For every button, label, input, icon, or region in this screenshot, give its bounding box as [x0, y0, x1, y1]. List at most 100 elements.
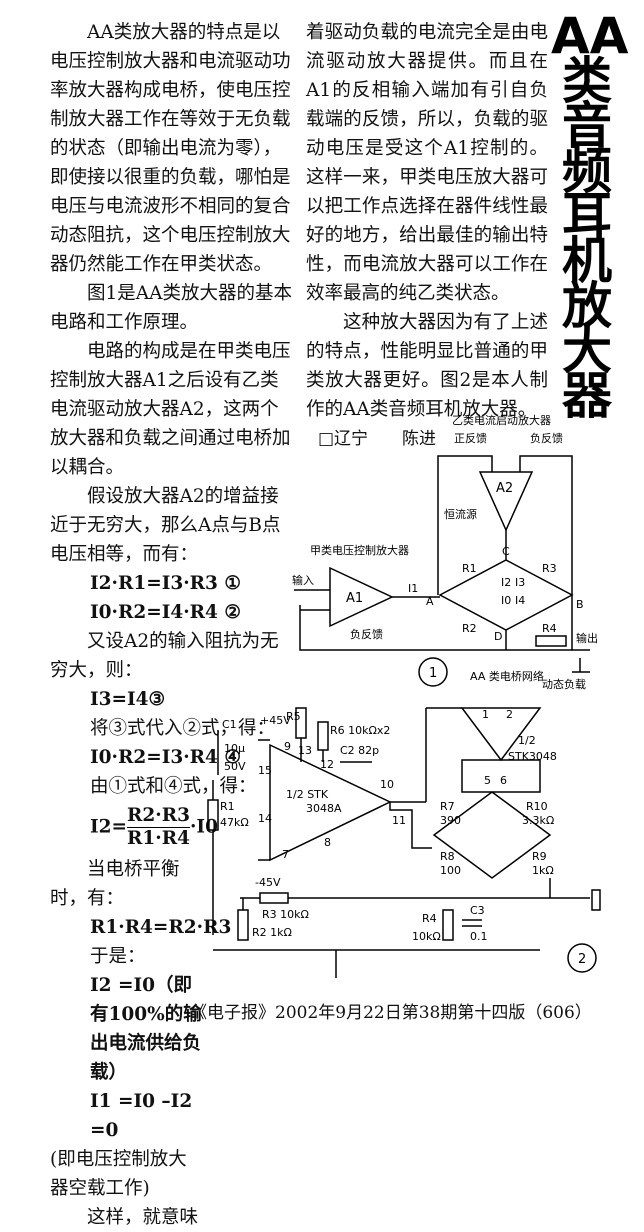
amp-a1-symbol	[329, 566, 394, 628]
headline-char: 音	[562, 97, 612, 155]
pin-label: 10	[380, 778, 394, 791]
pin-label: 5	[484, 774, 491, 787]
label: -45V	[255, 876, 281, 889]
pin-label: 6	[500, 774, 507, 787]
label: 3.3kΩ	[522, 814, 554, 827]
equation-8: I1 =I0 –I2 =0	[90, 1091, 193, 1141]
label: 输出	[576, 631, 598, 645]
label: R5	[286, 710, 301, 723]
pin-label: 14	[258, 812, 272, 825]
pin-label: 7	[282, 848, 289, 861]
paragraph: 电路的构成是在甲类电压控制放大器A1之后设有乙类电流驱动放大器A2，这两个放大器…	[50, 341, 291, 478]
label: R8	[440, 850, 455, 863]
pin-label: 15	[258, 764, 272, 777]
label: I1	[408, 582, 418, 595]
paragraph: 图1是AA类放大器的基本电路和工作原理。	[50, 283, 292, 333]
pin-label: 1	[482, 708, 489, 721]
label: R4	[542, 622, 557, 635]
label: R3 10kΩ	[262, 908, 309, 921]
chip-label: 1/2	[518, 734, 536, 747]
pin-label: 2	[506, 708, 513, 721]
label: 47kΩ	[220, 816, 249, 829]
label: R1	[220, 800, 235, 813]
label: C1	[222, 718, 237, 731]
equation-2: I0·R2=I4·R4 ②	[90, 602, 241, 623]
chip-stk3048a-symbol	[269, 743, 392, 862]
label: 正反馈	[454, 432, 487, 445]
equation-3: I3=I4③	[90, 689, 166, 710]
label: R3	[542, 562, 557, 575]
label: A	[426, 595, 434, 608]
bridge-network	[432, 791, 552, 879]
equation-5-lhs: I2=	[90, 816, 128, 838]
pin-label: 9	[284, 740, 291, 753]
amp-a2-symbol	[478, 471, 534, 532]
label: R6 10kΩx2	[330, 724, 390, 737]
equation-4: I0·R2=I3·R4 ④	[90, 747, 241, 768]
equation-6: R1·R4=R2·R3	[90, 917, 232, 938]
paragraph: 这种放大器因为有了上述的特点，性能明显比普通的甲类放大器更好。图2是本人制作的A…	[306, 312, 548, 420]
paragraph: 于是：	[90, 946, 146, 967]
label: 10μ	[224, 742, 245, 755]
label: 恒流源	[444, 507, 477, 521]
headline-char: AA	[551, 7, 629, 65]
paragraph: 这样，就意味	[87, 1207, 199, 1228]
label: I4	[515, 594, 525, 607]
figure-number: 1	[429, 666, 437, 681]
label: 390	[440, 814, 461, 827]
label: 1kΩ	[532, 864, 554, 877]
label: R10	[526, 800, 548, 813]
label: A2	[496, 481, 513, 496]
headline: AA 类 音 频 耳 机 放 大 器	[551, 7, 629, 425]
label: 100	[440, 864, 461, 877]
equation-7: I2 =I0（即有100%的输出电流供给负载）	[90, 975, 202, 1083]
paragraph: 由①式和④式，得：	[90, 776, 257, 797]
label: 负反馈	[530, 431, 563, 445]
figure-2-circuit: +45V -45V C1 10μ 50V R1 47kΩ R5 R6 10kΩx…	[207, 707, 601, 978]
headline-char: 机	[562, 232, 612, 290]
label: R7	[440, 800, 455, 813]
paragraph: 当电桥平衡时，有：	[50, 859, 180, 909]
label: 0.1	[470, 930, 488, 943]
headline-char: 频	[562, 142, 612, 200]
fraction-denominator: R1·R4	[127, 828, 190, 849]
paragraph: AA类放大器的特点是以电压控制放大器和电流驱动功率放大器构成电桥，使电压控制放大…	[50, 22, 291, 275]
label: I2	[501, 576, 511, 589]
paragraph: 将③式代入②式，得：	[90, 718, 276, 739]
paragraph: 假设放大器A2的增益接近于无穷大，那么A点与B点电压相等，而有：	[50, 486, 281, 565]
headline-char: 耳	[562, 187, 612, 245]
label: +45V	[260, 714, 291, 727]
figure-1-circuit: 乙类电流启动放大器 正反馈 负反馈 恒流源 甲类电压控制放大器 输入 A1 A2…	[292, 413, 598, 691]
headline-char: 放	[562, 277, 612, 335]
label: I0	[501, 594, 511, 607]
fraction-numerator: R2·R3	[127, 805, 190, 828]
chip-label: 3048A	[306, 802, 342, 815]
label: 输入	[292, 573, 314, 587]
label: A1	[346, 591, 363, 606]
pin-label: 12	[320, 758, 334, 771]
pin-label: 11	[392, 814, 406, 827]
label: R2 1kΩ	[252, 926, 292, 939]
footer-source: 《电子报》2002年9月22日第38期第十四版（606）	[190, 1003, 592, 1023]
label: C3	[470, 904, 485, 917]
label: I3	[515, 576, 525, 589]
equation-1: I2·R1=I3·R3 ①	[90, 573, 241, 594]
figure-number: 2	[578, 952, 586, 967]
label: R2	[462, 622, 477, 635]
label: 负反馈	[350, 627, 383, 641]
label: AA 类电桥网络	[470, 669, 544, 683]
chip-label: 1/2 STK	[286, 788, 329, 801]
label: 乙类电流启动放大器	[452, 413, 551, 427]
headline-char: 大	[562, 322, 612, 380]
label: C	[502, 545, 510, 558]
label: B	[576, 598, 584, 611]
label: D	[494, 630, 502, 643]
paragraph: 又设A2的输入阻抗为无穷大，则：	[50, 631, 279, 681]
pin-label: 8	[324, 836, 331, 849]
label: R4	[422, 912, 437, 925]
pin-label: 13	[298, 744, 312, 757]
equation-5-rhs: ·I0	[189, 816, 218, 838]
headline-char: 器	[562, 367, 612, 425]
label: R9	[532, 850, 547, 863]
